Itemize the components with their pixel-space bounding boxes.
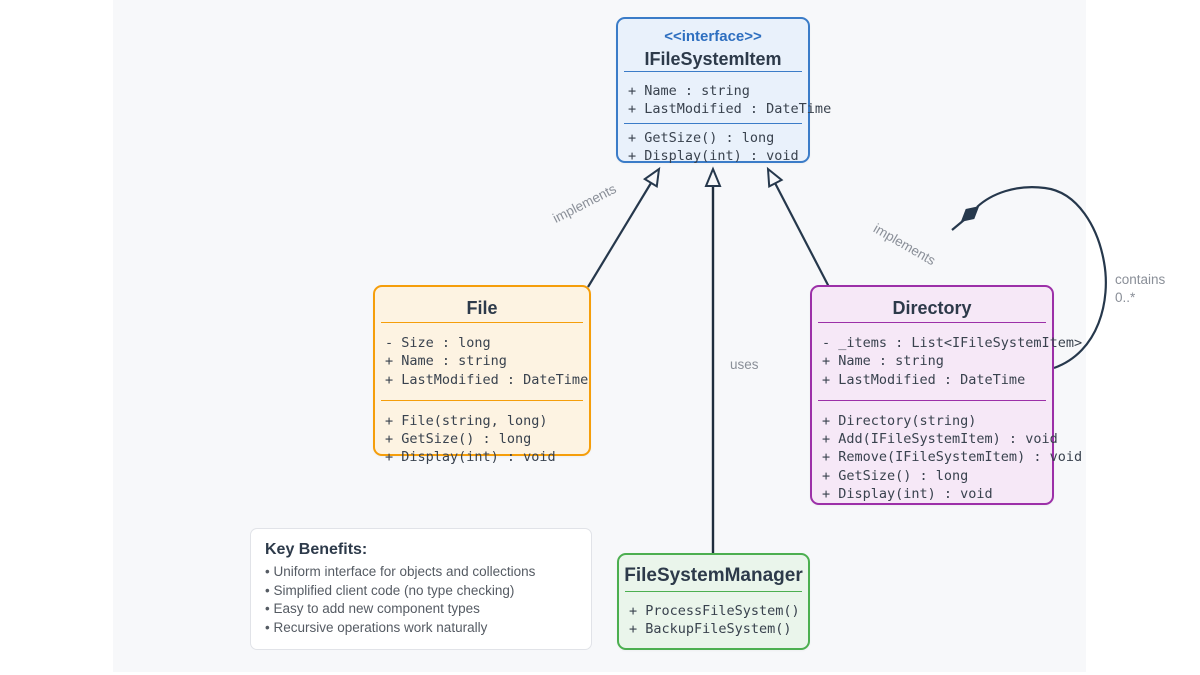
attribute: + LastModified : DateTime	[822, 371, 1026, 388]
methods-section: + Directory(string) + Add(IFileSystemIte…	[812, 401, 1083, 503]
method: + GetSize() : long	[628, 129, 775, 146]
diagram-canvas: implements implements uses contains 0..*…	[113, 0, 1165, 672]
class-title-filesystemmanager: FileSystemManager	[624, 565, 803, 586]
interface-stereotype: <<interface>>	[664, 28, 762, 45]
key-benefits-note: Key Benefits: Uniform interface for obje…	[250, 528, 592, 650]
class-box-file: File - Size : long + Name : string + Las…	[373, 285, 591, 465]
method: + ProcessFileSystem()	[629, 603, 800, 619]
divider	[818, 322, 1046, 323]
attribute: + LastModified : DateTime	[385, 371, 589, 388]
attribute: + LastModified : DateTime	[628, 101, 832, 118]
composition-diamond-icon	[960, 206, 980, 222]
attribute: + Name : string	[628, 83, 750, 99]
contains-multiplicity-label: 0..*	[1115, 290, 1136, 305]
class-box-directory: Directory - _items : List<IFileSystemIte…	[810, 285, 1083, 505]
methods-section: + File(string, long) + GetSize() : long …	[375, 401, 589, 467]
divider	[624, 122, 802, 124]
method: + GetSize() : long	[385, 431, 532, 448]
uses-arrow	[704, 166, 722, 553]
attribute: + Name : string	[385, 353, 507, 370]
method: + Display(int) : void	[628, 147, 799, 164]
method: + Display(int) : void	[385, 449, 556, 466]
benefit-item: Recursive operations work naturally	[265, 619, 577, 638]
method: + Directory(string)	[822, 412, 977, 429]
attributes-section: + Name : string + LastModified : DateTim…	[618, 72, 832, 123]
benefit-item: Uniform interface for objects and collec…	[265, 563, 577, 582]
benefit-item: Easy to add new component types	[265, 600, 577, 619]
method: + BackupFileSystem()	[629, 621, 792, 638]
divider	[381, 399, 583, 401]
method: + Remove(IFileSystemItem) : void	[822, 449, 1083, 466]
benefits-title: Key Benefits:	[265, 541, 368, 558]
class-title-file: File	[466, 298, 498, 318]
divider	[624, 71, 802, 72]
methods-section: + GetSize() : long + Display(int) : void	[618, 124, 808, 166]
benefit-item: Simplified client code (no type checking…	[265, 582, 577, 601]
class-box-filesystemmanager: FileSystemManager + ProcessFileSystem() …	[617, 553, 810, 650]
implements-arrow-directory	[766, 166, 830, 288]
attribute: - Size : long	[385, 335, 491, 351]
uses-label: uses	[730, 357, 759, 372]
method: + File(string, long)	[385, 412, 548, 429]
divider	[625, 591, 802, 592]
contains-label: contains	[1115, 272, 1166, 287]
methods-section: + ProcessFileSystem() + BackupFileSystem…	[619, 592, 808, 639]
method: + Add(IFileSystemItem) : void	[822, 431, 1058, 448]
class-box-ifilesystemitem: <<interface>> IFileSystemItem + Name : s…	[616, 17, 832, 166]
attribute: + Name : string	[822, 353, 944, 370]
method: + Display(int) : void	[822, 486, 993, 503]
implements-label-left: implements	[550, 181, 619, 226]
class-title-directory: Directory	[892, 298, 972, 318]
class-title-ifilesystemitem: IFileSystemItem	[644, 49, 782, 69]
attributes-section: - _items : List<IFileSystemItem> + Name …	[812, 323, 1083, 389]
method: + GetSize() : long	[822, 467, 969, 484]
divider	[818, 399, 1046, 401]
benefits-list: Uniform interface for objects and collec…	[265, 561, 577, 637]
divider	[381, 322, 583, 323]
attributes-section: - Size : long + Name : string + LastModi…	[375, 323, 589, 389]
implements-label-right: implements	[870, 220, 939, 269]
attribute: - _items : List<IFileSystemItem>	[822, 335, 1083, 351]
